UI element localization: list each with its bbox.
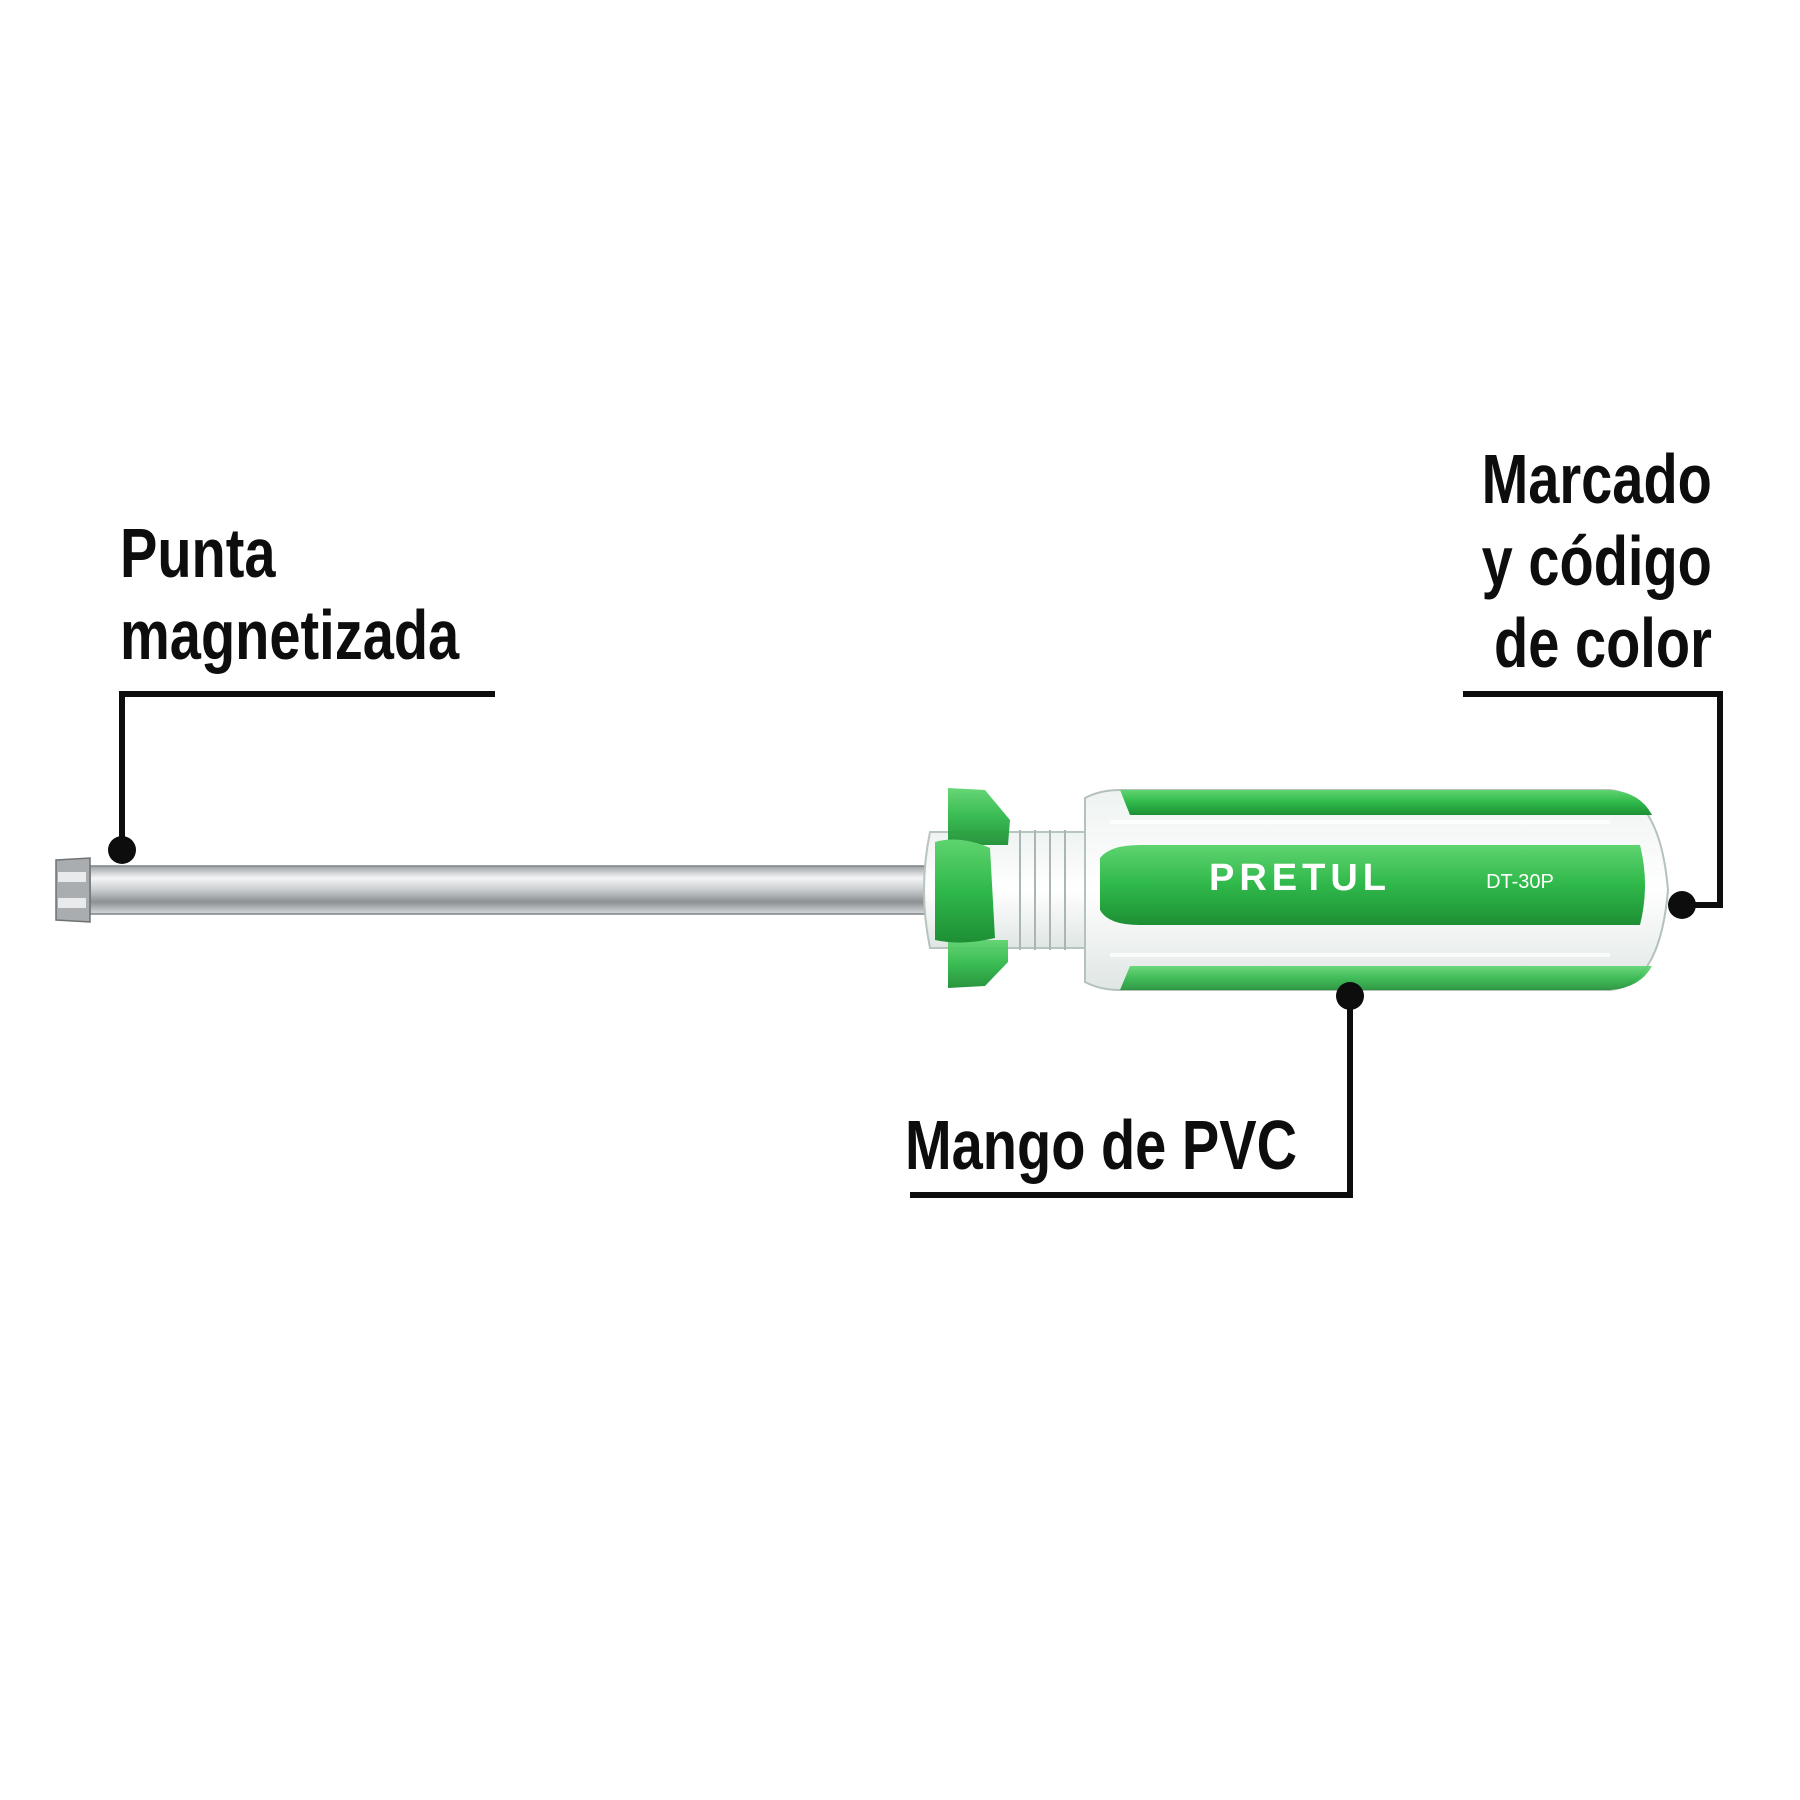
marking-leader-dot (1668, 891, 1696, 919)
callout-tip-line-1: Punta (120, 514, 276, 592)
brand-label: PRETUL (1209, 857, 1391, 899)
callout-tip-line-2: magnetizada (120, 596, 460, 674)
leader-dots (108, 836, 1696, 1010)
tip-leader-dot (108, 836, 136, 864)
callout-handle-label: Mango de PVC (905, 1104, 1297, 1186)
callout-marking-label: Marcado y código de color (1482, 438, 1712, 684)
handle-leader-line (910, 990, 1353, 1198)
tip-leader-line (119, 691, 495, 850)
callout-marking-line-3: de color (1494, 604, 1712, 682)
marking-leader-line (1463, 691, 1723, 908)
callout-handle-line-1: Mango de PVC (905, 1106, 1298, 1184)
leader-lines (119, 691, 1723, 1198)
callout-marking-line-2: y código (1481, 522, 1712, 600)
handle-leader-dot (1336, 982, 1364, 1010)
torx-tip (55, 857, 91, 923)
callout-tip-label: Punta magnetizada (120, 512, 459, 676)
pvc-handle: PRETUL DT-30P (1084, 789, 1670, 991)
model-label: DT-30P (1486, 871, 1554, 893)
callout-marking-line-1: Marcado (1481, 440, 1712, 518)
screwdriver-shaft (89, 865, 931, 915)
handle-collar (923, 788, 1091, 988)
